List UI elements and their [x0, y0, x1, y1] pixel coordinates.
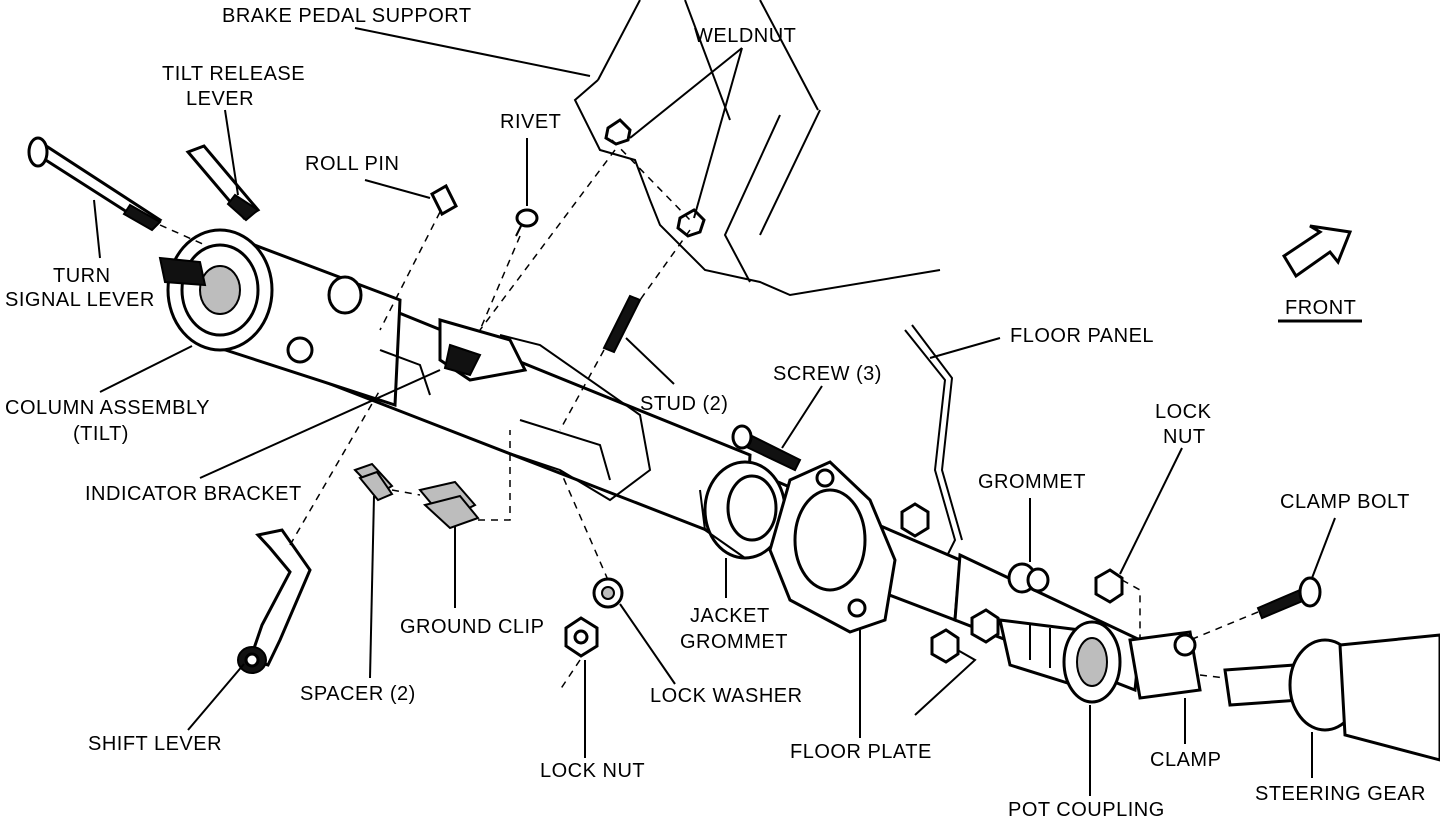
label-tilt-release-lever-line1: TILT RELEASE — [162, 63, 305, 85]
label-jacket-grommet-line1: JACKET — [690, 605, 770, 627]
pot-coupling-part — [998, 618, 1122, 704]
label-screw: SCREW (3) — [773, 363, 882, 385]
label-steering-gear: STEERING GEAR — [1255, 783, 1426, 805]
lock-nut-part-right — [1094, 568, 1124, 604]
shift-lever-part — [237, 528, 312, 674]
label-spacer: SPACER (2) — [300, 683, 416, 705]
clamp-bolt-alignment-line — [1189, 611, 1259, 641]
tilt-release-lever-part — [185, 144, 261, 222]
spacer-part — [353, 462, 394, 502]
floor-plate-nut-side — [970, 608, 1000, 644]
label-floor-plate: FLOOR PLATE — [790, 741, 932, 763]
leader-lines — [93, 27, 1336, 796]
label-jacket-grommet-line2: GROMMET — [680, 631, 788, 653]
lock-nut-part-bottom — [564, 616, 599, 658]
label-clamp: CLAMP — [1150, 749, 1221, 771]
steering-gear-alignment-line — [1199, 674, 1226, 679]
steering-gear-part — [1223, 633, 1440, 762]
front-arrow-icon — [1281, 224, 1353, 279]
weldnut-part-lower — [676, 208, 706, 238]
stud-part — [602, 294, 642, 354]
label-grommet: GROMMET — [978, 471, 1086, 493]
weldnut-alignment-line — [611, 139, 691, 221]
shift-lever-alignment-line — [289, 389, 381, 546]
ground-clip-part — [418, 480, 480, 530]
label-rivet: RIVET — [500, 111, 561, 133]
clamp-part — [1128, 630, 1202, 700]
label-clamp-bolt: CLAMP BOLT — [1280, 491, 1410, 513]
label-roll-pin: ROLL PIN — [305, 153, 399, 175]
label-brake-pedal-support: BRAKE PEDAL SUPPORT — [222, 5, 472, 27]
label-turn-signal-lever-line1: TURN — [53, 265, 111, 287]
label-weldnut: WELDNUT — [694, 25, 796, 47]
label-lock-washer: LOCK WASHER — [650, 685, 803, 707]
brake-pedal-support-part — [573, 0, 941, 297]
label-lock-nut-right-line1: LOCK — [1155, 401, 1212, 423]
floor-plate-nut-lower — [930, 628, 960, 664]
label-front: FRONT — [1285, 297, 1356, 319]
label-pot-coupling: POT COUPLING — [1008, 799, 1165, 820]
weldnut-part-upper — [604, 118, 632, 146]
label-indicator-bracket: INDICATOR BRACKET — [85, 483, 302, 505]
rivet-alignment-line — [479, 235, 521, 331]
label-ground-clip: GROUND CLIP — [400, 616, 544, 638]
lock-nut-bottom-alignment-line — [559, 659, 581, 691]
clamp-bolt-part — [1256, 576, 1322, 620]
jacket-grommet-part — [699, 460, 787, 560]
label-floor-panel: FLOOR PANEL — [1010, 325, 1154, 347]
floor-plate-nut-upper — [900, 502, 930, 538]
label-tilt-release-lever-line2: LEVER — [186, 88, 254, 110]
lock-washer-part — [592, 577, 624, 609]
label-stud: STUD (2) — [640, 393, 728, 415]
rivet-part — [515, 208, 539, 237]
spacer-alignment-line — [391, 489, 421, 496]
weldnut-bracket-alignment-line — [479, 149, 616, 331]
column-assembly-part — [158, 228, 431, 408]
floor-plate-part — [768, 460, 897, 634]
label-lock-nut-right-line2: NUT — [1163, 426, 1206, 448]
stud-alignment-line-lower — [559, 349, 605, 431]
turn-signal-lever-alignment-line — [159, 224, 206, 246]
indicator-bracket-part — [438, 318, 528, 382]
screw-part — [731, 424, 802, 472]
roll-pin-alignment-line — [379, 211, 441, 331]
label-column-assembly-line2: (TILT) — [73, 423, 129, 445]
label-shift-lever: SHIFT LEVER — [88, 733, 222, 755]
roll-pin-part — [430, 183, 458, 217]
ground-clip-alignment-line — [478, 430, 511, 521]
grommet-part — [1007, 562, 1050, 594]
stud-alignment-line-upper — [639, 229, 691, 301]
label-turn-signal-lever-line2: SIGNAL LEVER — [5, 289, 155, 311]
turn-signal-lever-part — [27, 136, 163, 232]
lock-nut-alignment-line — [1121, 579, 1141, 640]
label-column-assembly-line1: COLUMN ASSEMBLY — [5, 397, 210, 419]
label-lock-nut-bottom: LOCK NUT — [540, 760, 645, 782]
